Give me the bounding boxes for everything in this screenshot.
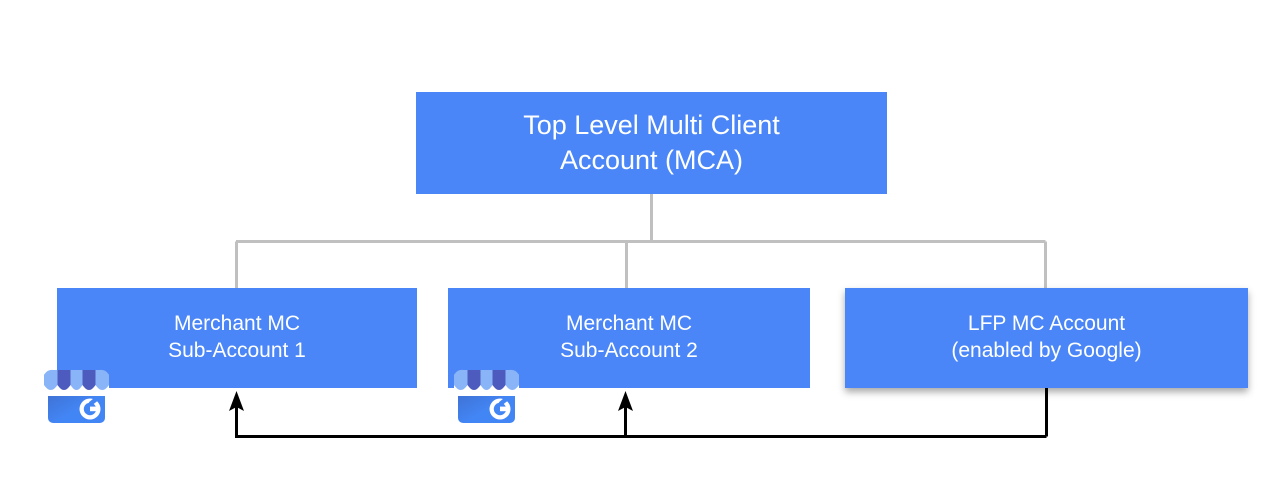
- node-merchant-mc-sub-account-1-label: Merchant MC Sub-Account 1: [168, 312, 306, 362]
- node-merchant-mc-sub-account-2-label: Merchant MC Sub-Account 2: [560, 312, 698, 362]
- node-merchant-mc-sub-account-1[interactable]: Merchant MC Sub-Account 1: [57, 288, 417, 388]
- node-top-level-mca-label: Top Level Multi Client Account (MCA): [523, 110, 780, 175]
- node-top-level-mca[interactable]: Top Level Multi Client Account (MCA): [416, 92, 887, 194]
- node-lfp-mc-account-label: LFP MC Account (enabled by Google): [951, 312, 1142, 362]
- node-merchant-mc-sub-account-2[interactable]: Merchant MC Sub-Account 2: [448, 288, 810, 388]
- node-lfp-mc-account[interactable]: LFP MC Account (enabled by Google): [845, 288, 1248, 388]
